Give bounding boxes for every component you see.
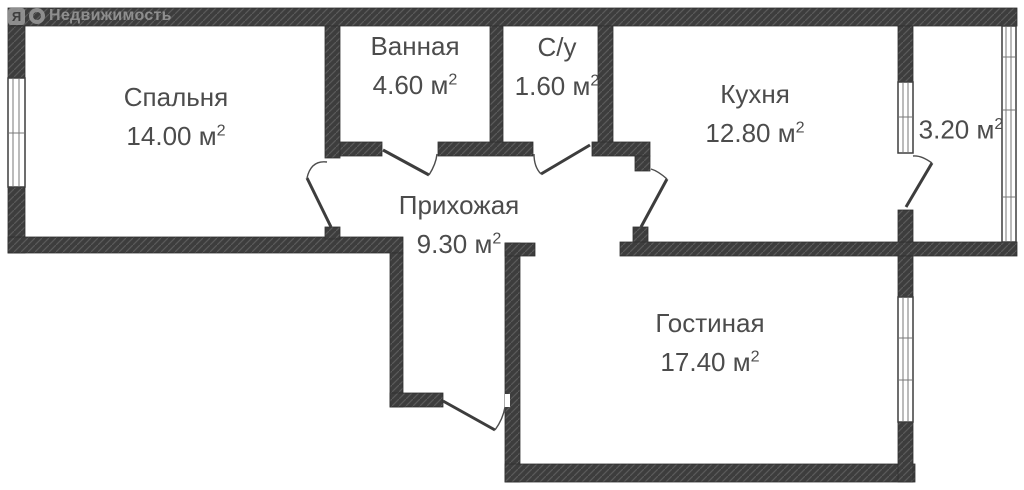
doors [305,143,934,432]
entrance-door [442,394,510,432]
kitchen-door [639,168,669,228]
windows [7,25,1017,423]
wall-bedroom-right-stub [324,226,341,240]
wall-kitchen-balcony-bottom [619,241,1018,257]
wall-living-right-upper [897,255,914,298]
wall-balcony-divider-lower [897,209,914,243]
kitchen-balcony-window [897,81,914,154]
brand-letter-icon: Я [8,7,25,25]
living-room-window [897,296,914,423]
wc-door [533,143,591,176]
wall-hall-kitchen-L [591,141,651,157]
wall-living-right-lower [897,421,914,483]
wall-bathroom-bottom-mid [437,141,534,157]
wall-bedroom-right-upper [324,25,341,159]
wall-corridor-right-top-stub [504,242,536,257]
entrance-door-jamb-notch [505,394,510,407]
balcony-door [904,155,934,208]
bathroom-door [382,148,438,177]
wall-corridor-left-stub [389,392,444,408]
walls [7,7,1018,483]
wall-corridor-right [504,242,521,483]
watermark-logo: Я Недвижимость [8,6,172,26]
wall-wc-right [597,25,614,144]
wall-hall-kitchen-tab [634,155,651,172]
wall-left-upper [7,25,26,79]
wall-bathroom-wc-divider [489,25,504,143]
wall-balcony-divider-upper [897,25,914,83]
bedroom-window [7,77,26,188]
wall-bedroom-bottom [7,236,404,254]
wall-kitchen-door-stub [632,226,649,244]
bedroom-door [305,161,333,228]
wall-bathroom-bottom-left [339,141,383,157]
brand-ring-icon [29,8,45,24]
watermark-text: Недвижимость [49,7,172,24]
balcony-right-window [1001,25,1017,243]
wall-corridor-left [389,252,404,408]
wall-living-bottom [504,463,916,483]
